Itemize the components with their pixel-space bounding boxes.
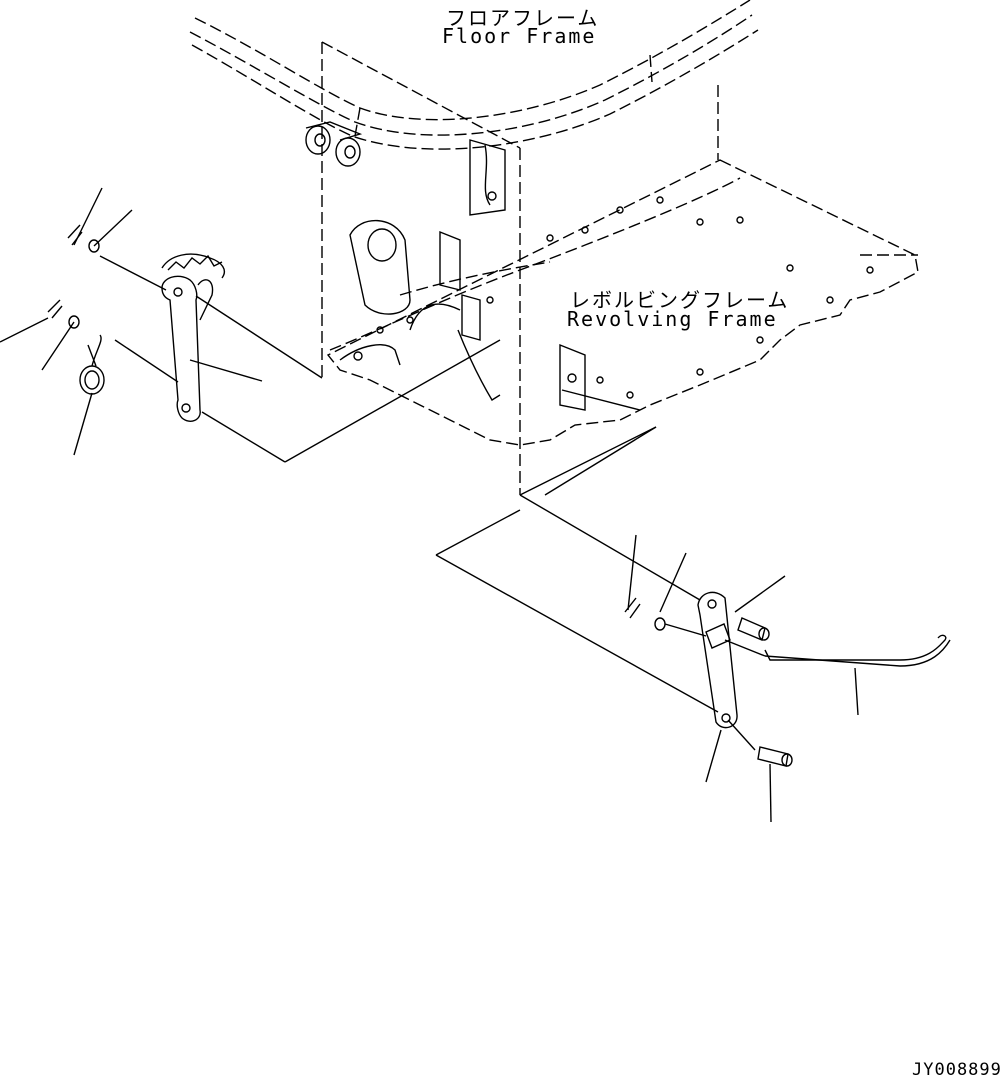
right-lever-assembly: [624, 591, 951, 767]
drawing-code: JY008899: [912, 1060, 1002, 1080]
floor-frame-label-jp: フロアフレーム: [446, 6, 600, 30]
floor-frame-lugs: [305, 121, 506, 216]
left-lever-assembly: [47, 224, 226, 422]
revolving-frame-label-jp: レボルビングフレーム: [570, 288, 790, 312]
leader-lines: [0, 187, 859, 823]
floor-frame: [189, 0, 759, 150]
floor-frame-bracket-outline: [321, 41, 521, 495]
revolving-frame-label-en: Revolving Frame: [567, 307, 778, 331]
center-bracket-assembly: [339, 219, 586, 411]
revolving-frame: [326, 85, 919, 446]
floor-frame-label-en: Floor Frame: [442, 24, 597, 48]
